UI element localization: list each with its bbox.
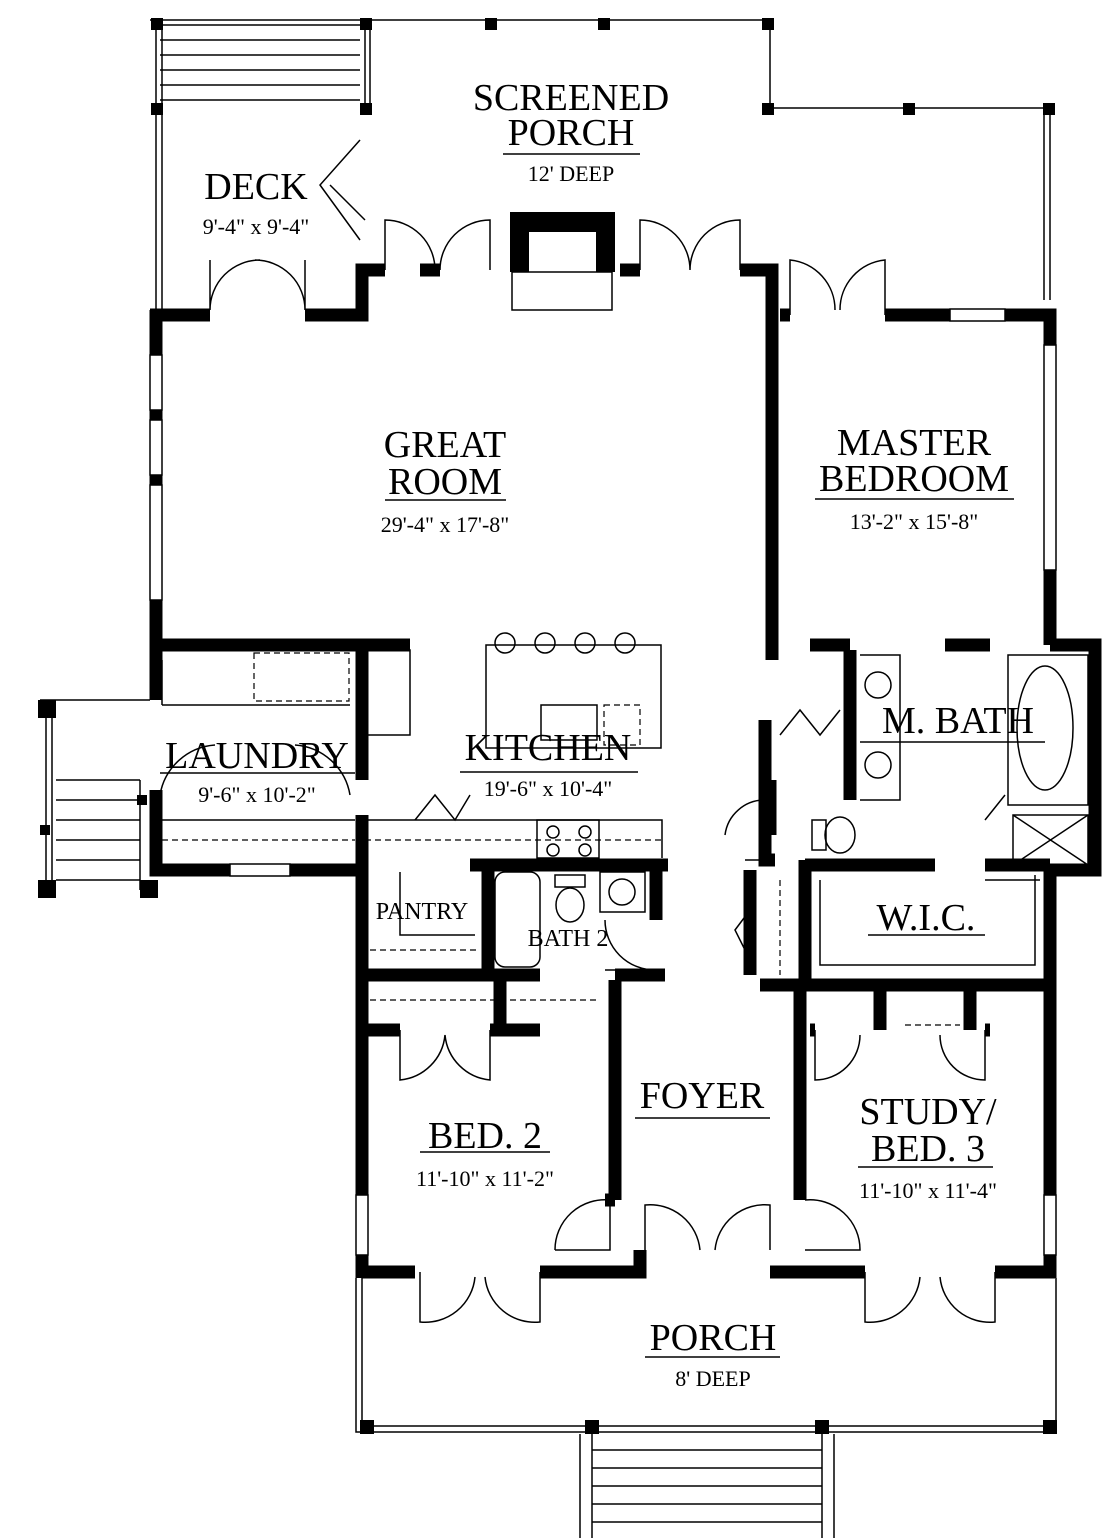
front-steps <box>579 1434 835 1538</box>
fireplace <box>510 212 615 311</box>
deck-dim: 9'-4" x 9'-4" <box>203 214 310 239</box>
master-bedroom-label: MASTER <box>837 422 992 464</box>
study-label-2: BED. 3 <box>871 1128 985 1170</box>
great-room-label: GREAT <box>384 424 506 466</box>
doors[interactable] <box>159 139 1040 1324</box>
windows <box>149 308 1057 1256</box>
screened-porch-label-2: PORCH <box>508 112 635 154</box>
study-dim: 11'-10" x 11'-4" <box>859 1178 997 1203</box>
room-labels: SCREENED PORCH 12' DEEP DECK 9'-4" x 9'-… <box>165 77 1034 1391</box>
porch-label: PORCH <box>650 1317 777 1359</box>
bath-fixtures <box>779 654 1089 1026</box>
kitchen-fixtures <box>161 632 663 1001</box>
kitchen-dim: 19'-6" x 10'-4" <box>484 776 613 801</box>
foyer-label: FOYER <box>640 1075 765 1117</box>
porch-dim: 8' DEEP <box>675 1366 750 1391</box>
wic-label: W.I.C. <box>877 897 976 939</box>
m-bath-label: M. BATH <box>882 700 1034 742</box>
deck-steps <box>160 24 360 101</box>
pantry-label: PANTRY <box>376 899 468 925</box>
kitchen-label: KITCHEN <box>465 727 632 769</box>
master-bedroom-dim: 13'-2" x 15'-8" <box>850 509 979 534</box>
bed-2-label: BED. 2 <box>428 1115 542 1157</box>
deck-label: DECK <box>204 166 308 208</box>
great-room-dim: 29'-4" x 17'-8" <box>381 512 510 537</box>
great-room-label-2: ROOM <box>388 461 502 503</box>
master-bedroom-label-2: BEDROOM <box>819 458 1009 500</box>
study-label: STUDY/ <box>859 1091 997 1133</box>
bed-2-dim: 11'-10" x 11'-2" <box>416 1166 554 1191</box>
porch-posts <box>151 18 1055 115</box>
label-underlines <box>160 153 1045 1358</box>
laundry-dim: 9'-6" x 10'-2" <box>198 782 316 807</box>
screened-porch-dim: 12' DEEP <box>528 161 614 186</box>
screened-porch-label: SCREENED <box>473 77 669 119</box>
laundry-label: LAUNDRY <box>165 735 349 777</box>
front-porch-posts <box>360 1420 1057 1434</box>
bath-2-label: BATH 2 <box>528 926 609 952</box>
exterior-outlines <box>38 18 1057 1538</box>
